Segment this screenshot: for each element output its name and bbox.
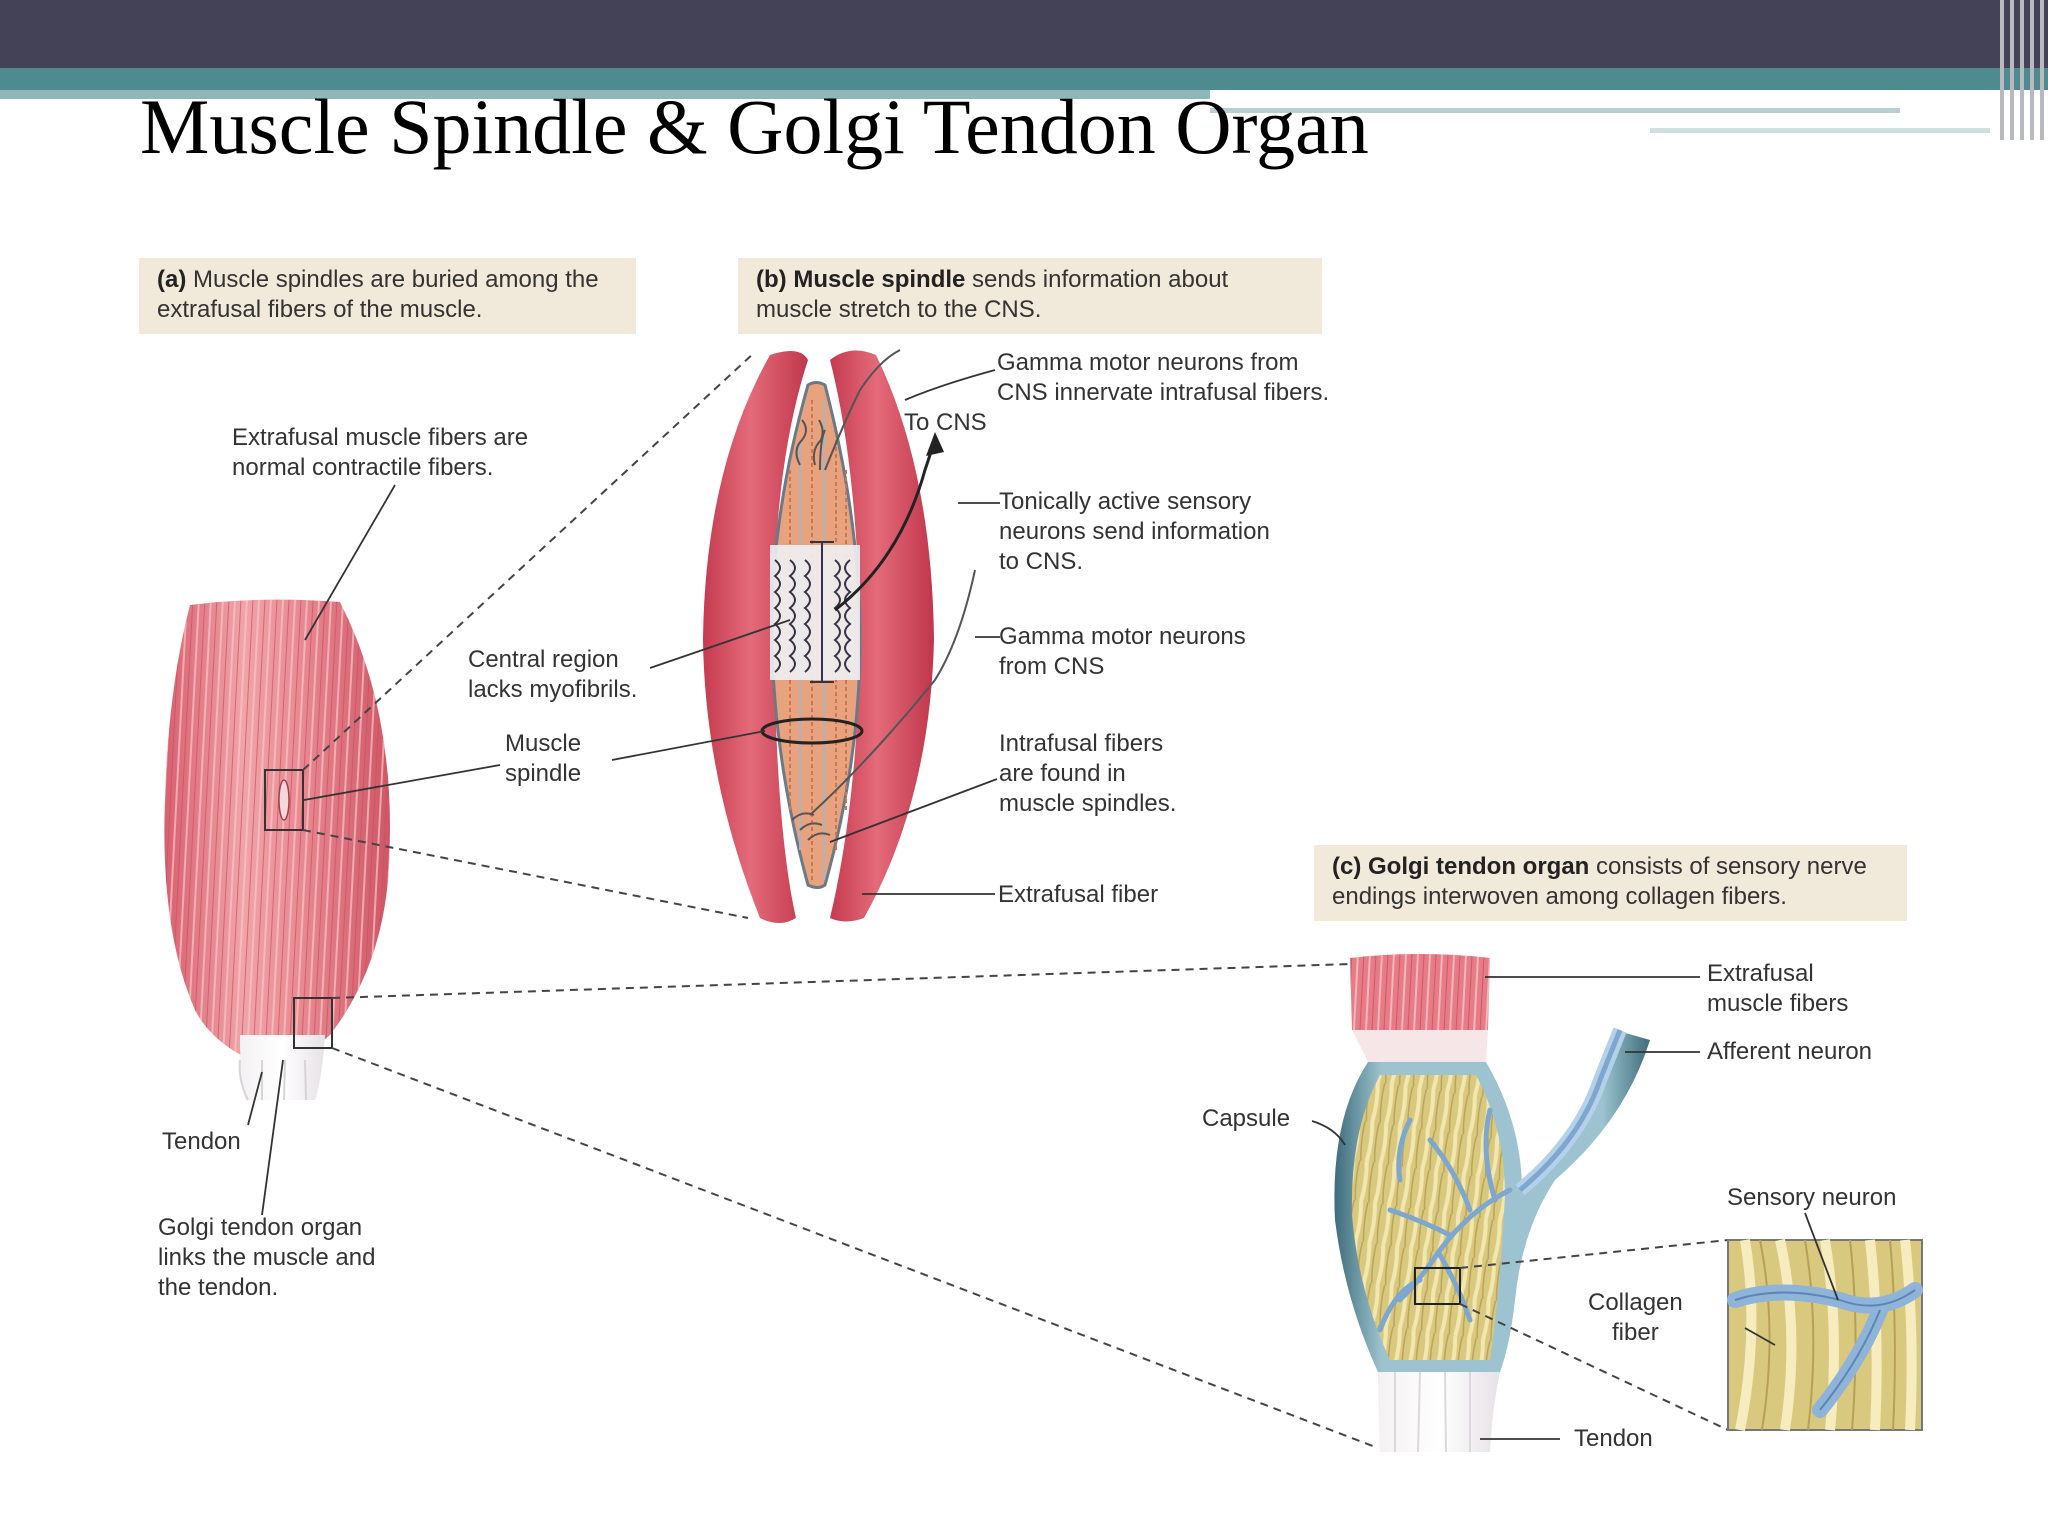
whole-muscle <box>164 599 390 1101</box>
label-tonically-active: Tonically active sensory neurons send in… <box>999 488 1270 575</box>
header-accent-line <box>1210 108 1900 113</box>
panel-a-tag: (a) <box>157 266 187 293</box>
header-corner-lines <box>1996 0 2048 140</box>
panel-c-line1: consists of sensory <box>1596 853 1801 880</box>
panel-b-caption: (b) Muscle spindle sends information abo… <box>738 258 1322 334</box>
panel-a-line1: Muscle spindles are buried among <box>193 266 559 293</box>
leader-lines <box>247 369 1000 1216</box>
label-sensory-neuron: Sensory neuron <box>1727 1184 1897 1211</box>
label-to-cns: To CNS <box>904 409 987 436</box>
zoom-lines-spindle <box>302 351 756 919</box>
panel-c-tag: (c) <box>1332 853 1362 880</box>
panel-c-bold: Golgi tendon organ <box>1368 853 1590 880</box>
panel-c-line2: nerve endings interwoven among collagen … <box>1332 853 1867 910</box>
slide-header-stripe <box>0 68 2048 90</box>
panel-b-tag: (b) <box>756 266 787 293</box>
label-golgi-links: Golgi tendon organ links the muscle and … <box>158 1214 376 1301</box>
panel-b-bold: Muscle spindle <box>793 266 966 293</box>
panel-b-line2: muscle stretch to the CNS. <box>756 296 1042 323</box>
collagen-inset <box>1727 1238 1923 1431</box>
panel-a-line2: the extrafusal fibers of the muscle. <box>157 266 599 323</box>
label-capsule: Capsule <box>1202 1105 1291 1132</box>
slide-title: Muscle Spindle & Golgi Tendon Organ <box>140 83 1369 170</box>
zoom-lines-golgi <box>331 963 1379 1449</box>
label-intrafusal: Intrafusal fibers are found in muscle sp… <box>999 730 1177 817</box>
leader-lines-c <box>1311 976 1839 1440</box>
label-extrafusal-fibers-c: Extrafusal muscle fibers <box>1707 960 1849 1017</box>
header-accent-line <box>1650 128 1990 133</box>
label-central-region: Central region lacks myofibrils. <box>468 646 638 703</box>
zoom-lines-inset <box>1459 1239 1729 1431</box>
label-tendon-c: Tendon <box>1574 1425 1653 1452</box>
panel-c-caption: (c) Golgi tendon organ consists of senso… <box>1314 845 1907 921</box>
slide-header-stripe-light <box>0 90 1210 99</box>
label-gamma-from-cns: Gamma motor neurons from CNS <box>999 623 1246 680</box>
label-tendon-a: Tendon <box>162 1128 241 1155</box>
spindle-figure <box>703 349 976 923</box>
panel-b-line1: sends information about <box>972 266 1229 293</box>
panel-a-caption: (a) Muscle spindles are buried among the… <box>139 258 636 334</box>
label-collagen-fiber: Collagen fiber <box>1588 1289 1683 1346</box>
label-extrafusal-normal: Extrafusal muscle fibers are normal cont… <box>232 424 529 481</box>
label-gamma-innervate: Gamma motor neurons from CNS innervate i… <box>997 349 1330 406</box>
slide-header-bar <box>0 0 2048 68</box>
golgi-figure <box>1334 954 1650 1453</box>
label-afferent-neuron: Afferent neuron <box>1707 1038 1873 1065</box>
label-extrafusal-fiber: Extrafusal fiber <box>998 881 1159 908</box>
label-muscle-spindle: Muscle spindle <box>505 730 582 787</box>
